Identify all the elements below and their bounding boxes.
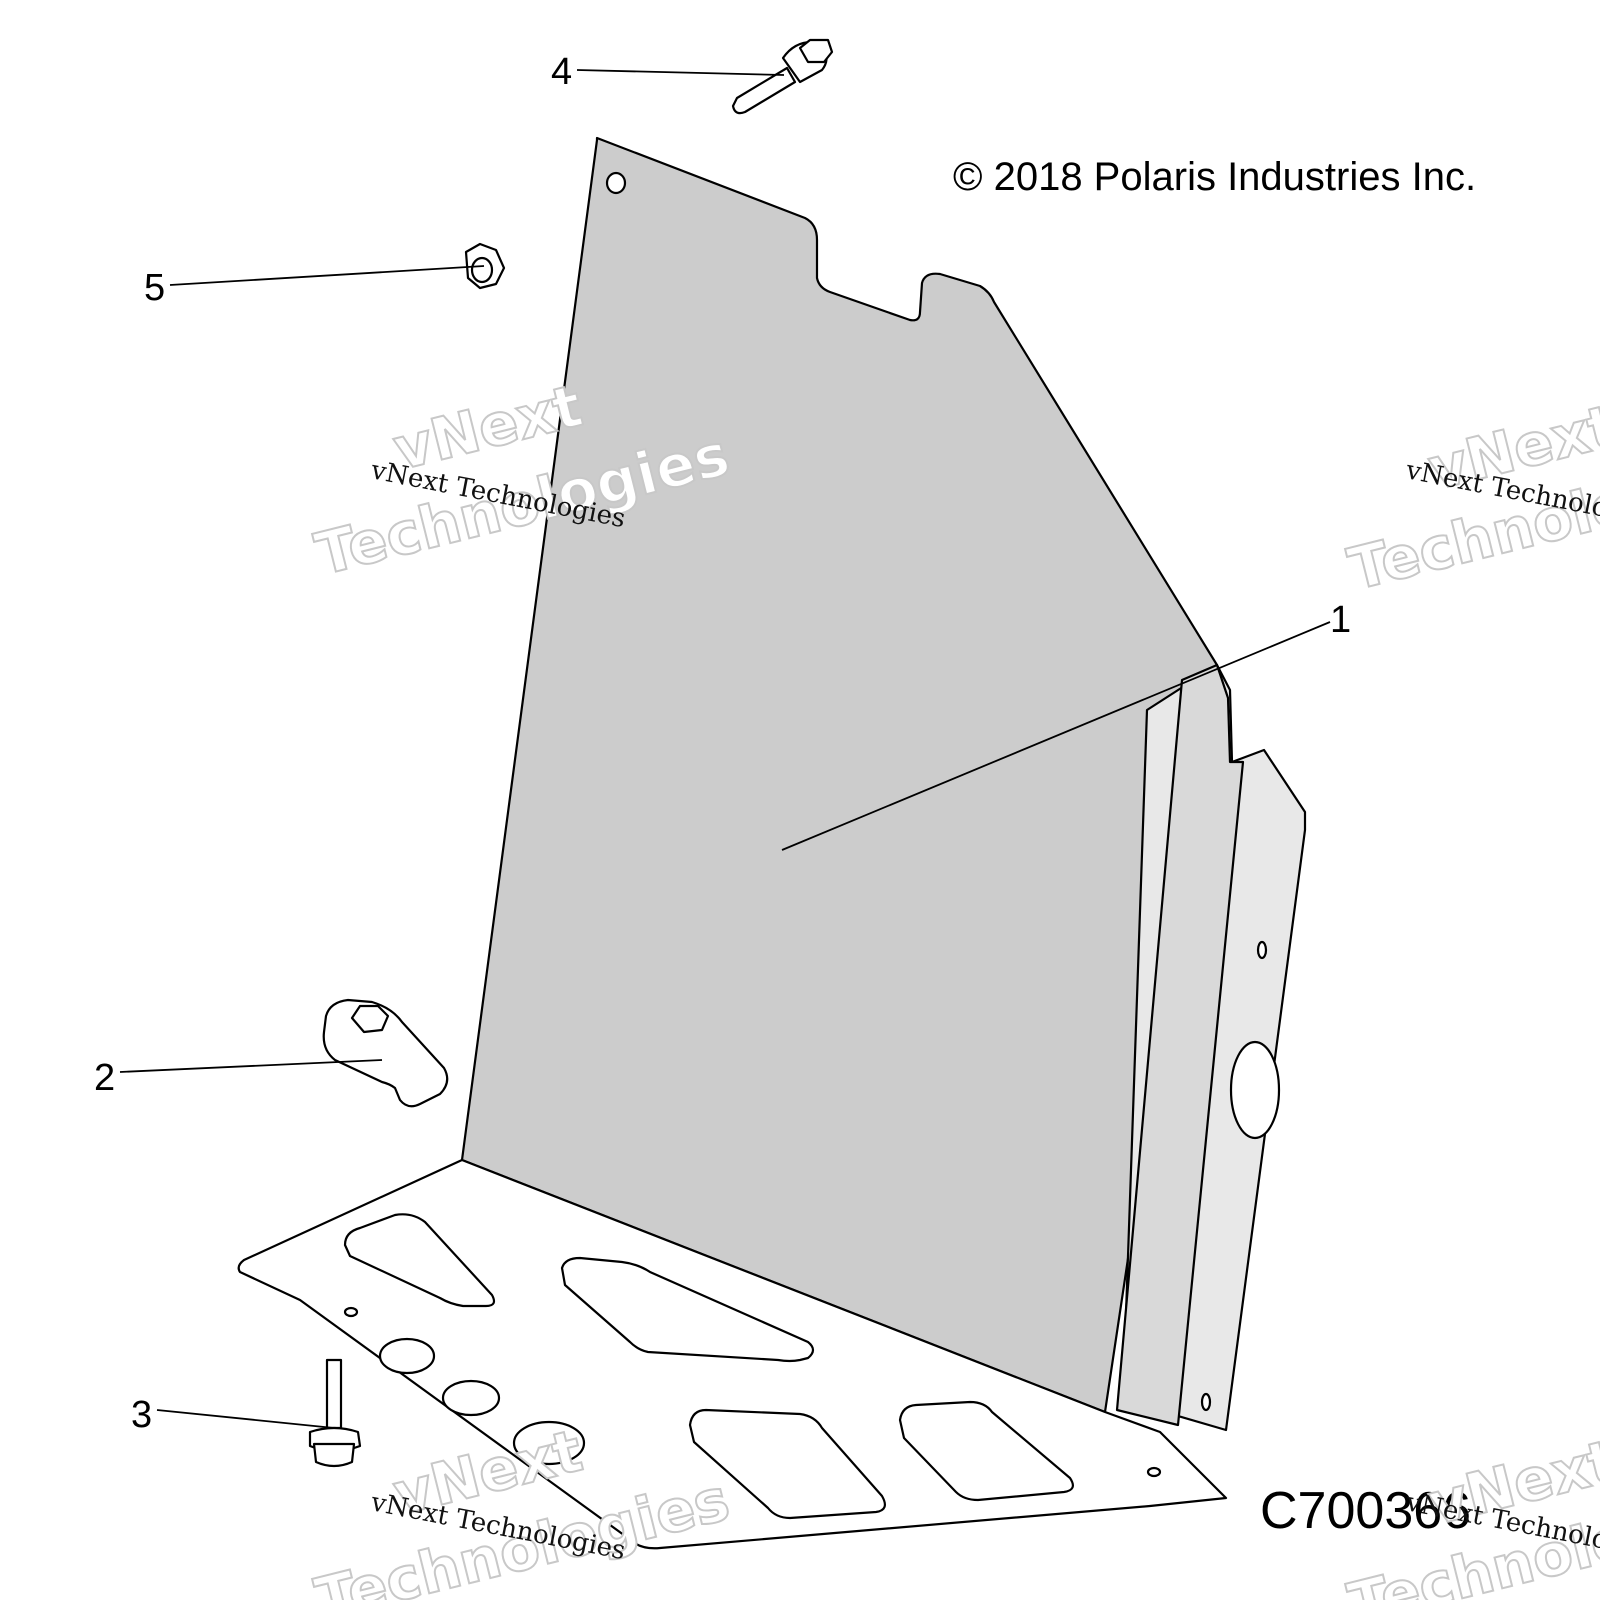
copyright-notice: © 2018 Polaris Industries Inc.	[953, 155, 1476, 199]
callout-5: 5	[144, 267, 165, 309]
shield-panel	[237, 136, 1307, 1550]
clip-bracket	[322, 998, 449, 1108]
leader-5	[169, 265, 485, 286]
flange-bolt-long	[731, 38, 834, 115]
leader-2	[119, 1059, 383, 1073]
flange-small-hole-1	[1256, 940, 1268, 960]
shield-vertical-face	[460, 136, 1219, 1414]
callout-2: 2	[94, 1057, 115, 1099]
clip-bracket-body	[322, 998, 449, 1108]
clip-nut	[350, 1004, 390, 1034]
watermark-top-right: vNext Technologies vNext Technologies	[1341, 390, 1600, 604]
leader-4	[576, 69, 785, 76]
base-small-hole-2	[1146, 1466, 1162, 1478]
panel-mount-hole	[605, 171, 627, 195]
drawing-id: C700366	[1260, 1482, 1471, 1540]
base-small-hole-1	[343, 1306, 359, 1318]
flange-bolt-small	[308, 1358, 362, 1468]
callout-4: 4	[551, 51, 572, 93]
base-cutout-1	[343, 1213, 496, 1308]
base-cutout-4	[898, 1400, 1074, 1502]
flange-nut	[464, 242, 506, 290]
shield-flange-inner	[1115, 663, 1245, 1427]
flange-small-hole-2	[1200, 1392, 1212, 1412]
leader-3	[156, 1409, 335, 1429]
base-hole-3	[512, 1420, 586, 1466]
base-hole-1	[378, 1337, 436, 1375]
flange-large-hole	[1229, 1040, 1281, 1140]
callout-1: 1	[1330, 599, 1351, 641]
leader-1	[781, 621, 1331, 851]
base-cutout-2	[560, 1256, 815, 1363]
callout-3: 3	[131, 1394, 152, 1436]
base-hole-2	[441, 1379, 501, 1417]
base-cutout-3	[688, 1408, 886, 1520]
